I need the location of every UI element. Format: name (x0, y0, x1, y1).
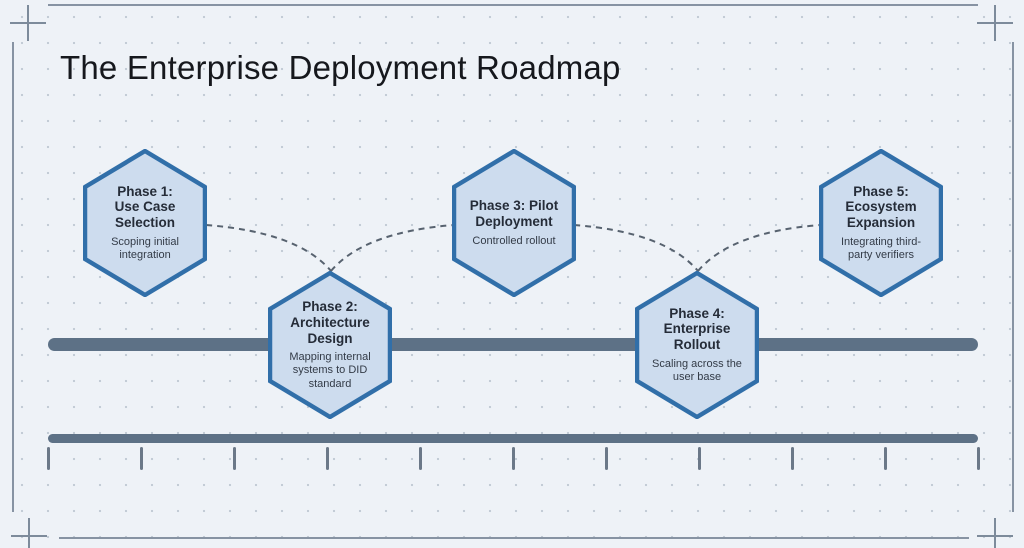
phase-1-hexagon: Phase 1: Use Case Selection Scoping init… (83, 149, 207, 297)
connector-phase3-phase4 (573, 224, 699, 272)
frame-line-left (12, 42, 14, 512)
hexagon-shape-icon (268, 271, 392, 419)
timeline-bar-main (48, 338, 978, 351)
phase-5-heading: Phase 5: Ecosystem Expansion (845, 183, 917, 231)
connector-phase4-phase5 (697, 224, 821, 272)
phase-4-description: Scaling across the user base (652, 357, 742, 383)
frame-line-top (48, 4, 978, 6)
phase-4-hexagon: Phase 4: Enterprise Rollout Scaling acro… (635, 271, 759, 419)
phase-2-description: Mapping internal systems to DID standard (289, 351, 371, 390)
phase-1-description: Scoping initial integration (111, 235, 179, 261)
crop-mark-icon (977, 5, 1013, 41)
phase-5-hexagon: Phase 5: Ecosystem Expansion Integrating… (819, 149, 943, 297)
phase-5-description: Integrating third- party verifiers (840, 235, 922, 261)
connector-phase2-phase3 (330, 224, 455, 272)
phase-3-heading: Phase 3: Pilot Deployment (469, 198, 559, 229)
timeline-tick (418, 447, 422, 470)
crop-mark-icon (11, 518, 47, 548)
timeline-tick (976, 447, 980, 470)
timeline-tick (883, 447, 887, 470)
hexagon-shape-icon (635, 271, 759, 419)
crop-mark-icon (10, 5, 46, 41)
phase-1-heading: Phase 1: Use Case Selection (114, 183, 176, 231)
phase-3-description: Controlled rollout (472, 234, 556, 247)
frame-line-bottom (59, 537, 969, 539)
hexagon-shape-icon (452, 149, 576, 297)
timeline-tick (139, 447, 143, 470)
timeline-tick (232, 447, 236, 470)
timeline-tick (604, 447, 608, 470)
phase-2-hexagon: Phase 2: Architecture Design Mapping int… (268, 271, 392, 419)
timeline-tick (697, 447, 701, 470)
phase-3-hexagon: Phase 3: Pilot Deployment Controlled rol… (452, 149, 576, 297)
phase-2-heading: Phase 2: Architecture Design (290, 299, 370, 346)
phase-4-heading: Phase 4: Enterprise Rollout (663, 305, 731, 353)
timeline-tick (511, 447, 515, 470)
timeline-tick (325, 447, 329, 470)
crop-mark-icon (977, 518, 1013, 548)
timeline-tick (46, 447, 50, 470)
frame-line-right (1012, 42, 1014, 512)
timeline-tick (790, 447, 794, 470)
hexagon-shape-icon (83, 149, 207, 297)
page-title: The Enterprise Deployment Roadmap (60, 49, 621, 86)
timeline-bar-secondary (48, 434, 978, 443)
connector-phase1-phase2 (205, 224, 332, 272)
hexagon-shape-icon (819, 149, 943, 297)
